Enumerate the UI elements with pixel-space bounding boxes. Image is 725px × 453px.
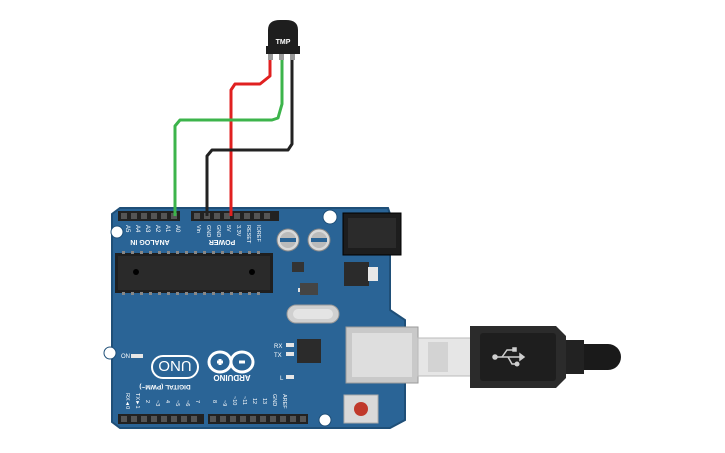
pin-label-gnd-d: GND <box>271 394 277 406</box>
pin-label-a0: A0 <box>174 225 180 233</box>
usb-interface-chip <box>297 339 321 363</box>
digital-header-high[interactable] <box>208 414 308 424</box>
microcontroller-chip <box>115 251 273 295</box>
pin-label-gnd-2: GND <box>215 225 221 237</box>
on-label: ON <box>121 354 130 360</box>
arduino-logo: ARDUINO <box>207 350 255 382</box>
wire-a0[interactable] <box>173 58 284 216</box>
pin-label-d8: 8 <box>211 400 217 403</box>
digital-pin-labels: RX◄0 TX►1 2 ~3 4 ~5 ~6 7 8 ~9 ~10 ~11 12… <box>124 393 287 409</box>
pin-label-aref: AREF <box>281 394 287 409</box>
capacitor-2 <box>307 228 331 252</box>
pin-label-vin: Vin <box>195 225 201 233</box>
uno-badge: UNO <box>151 355 199 379</box>
led-indicators <box>131 343 294 379</box>
pin-label-a3: A3 <box>144 225 150 233</box>
power-jack <box>342 212 402 256</box>
power-header[interactable] <box>191 211 279 221</box>
wire-gnd[interactable] <box>205 58 294 216</box>
pin-label-a1: A1 <box>164 225 170 233</box>
pin-label-a2: A2 <box>154 225 160 233</box>
small-component <box>300 283 318 295</box>
led-label-l: L <box>280 376 284 382</box>
digital-header-low[interactable] <box>118 414 204 424</box>
pin-label-d6: ~6 <box>184 400 190 406</box>
pin-label-d7: 7 <box>194 400 200 403</box>
pin-label-d1: TX►1 <box>134 393 140 409</box>
pin-label-d3: ~3 <box>154 400 160 406</box>
pin-label-reset: RESET <box>245 225 251 244</box>
pin-label-3v3: 3.3V <box>235 225 241 237</box>
pin-label-ioref: IOREF <box>255 225 261 242</box>
analog-header[interactable] <box>118 211 180 221</box>
pin-label-d10: ~10 <box>231 396 237 405</box>
pin-label-a5: A5 <box>124 225 130 233</box>
analog-pin-labels: A0 A1 A2 A3 A4 A5 <box>124 225 180 233</box>
usb-port <box>345 326 419 384</box>
led-label-tx: TX <box>274 353 282 359</box>
pin-label-d12: 12 <box>251 398 257 404</box>
pin-label-d9: ~9 <box>221 400 227 406</box>
usb-cable[interactable] <box>417 326 621 388</box>
pin-label-d4: 4 <box>164 400 170 403</box>
pin-label-d5: ~5 <box>174 400 180 406</box>
model-label: UNO <box>158 357 191 374</box>
infinity-logo-icon <box>207 350 255 374</box>
pin-label-d0: RX◄0 <box>124 393 130 409</box>
pin-label-5v: 5V <box>225 225 231 232</box>
wire-5v[interactable] <box>229 58 272 216</box>
usb-icon <box>492 347 526 367</box>
small-smd-chip <box>292 262 304 272</box>
analog-in-label: ANALOG IN <box>130 238 169 245</box>
reset-button[interactable] <box>343 394 379 424</box>
power-label: POWER <box>209 238 235 245</box>
pin-label-gnd-1: GND <box>205 225 211 237</box>
sensor-label: TMP <box>276 39 291 46</box>
pin-label-d13: 13 <box>261 398 267 404</box>
power-pin-labels: Vin GND GND 5V 3.3V RESET IOREF <box>195 225 261 244</box>
digital-label: DIGITAL (PWM~) <box>139 383 190 390</box>
crystal-oscillator <box>286 304 340 324</box>
pin-label-d11: ~11 <box>241 396 247 405</box>
voltage-regulator <box>344 262 378 286</box>
brand-label: ARDUINO <box>213 373 250 382</box>
capacitor-1 <box>276 228 300 252</box>
pin-label-d2: 2 <box>144 400 150 403</box>
led-label-rx: RX <box>274 344 282 350</box>
pin-label-a4: A4 <box>134 225 140 233</box>
temperature-sensor[interactable] <box>266 20 300 60</box>
